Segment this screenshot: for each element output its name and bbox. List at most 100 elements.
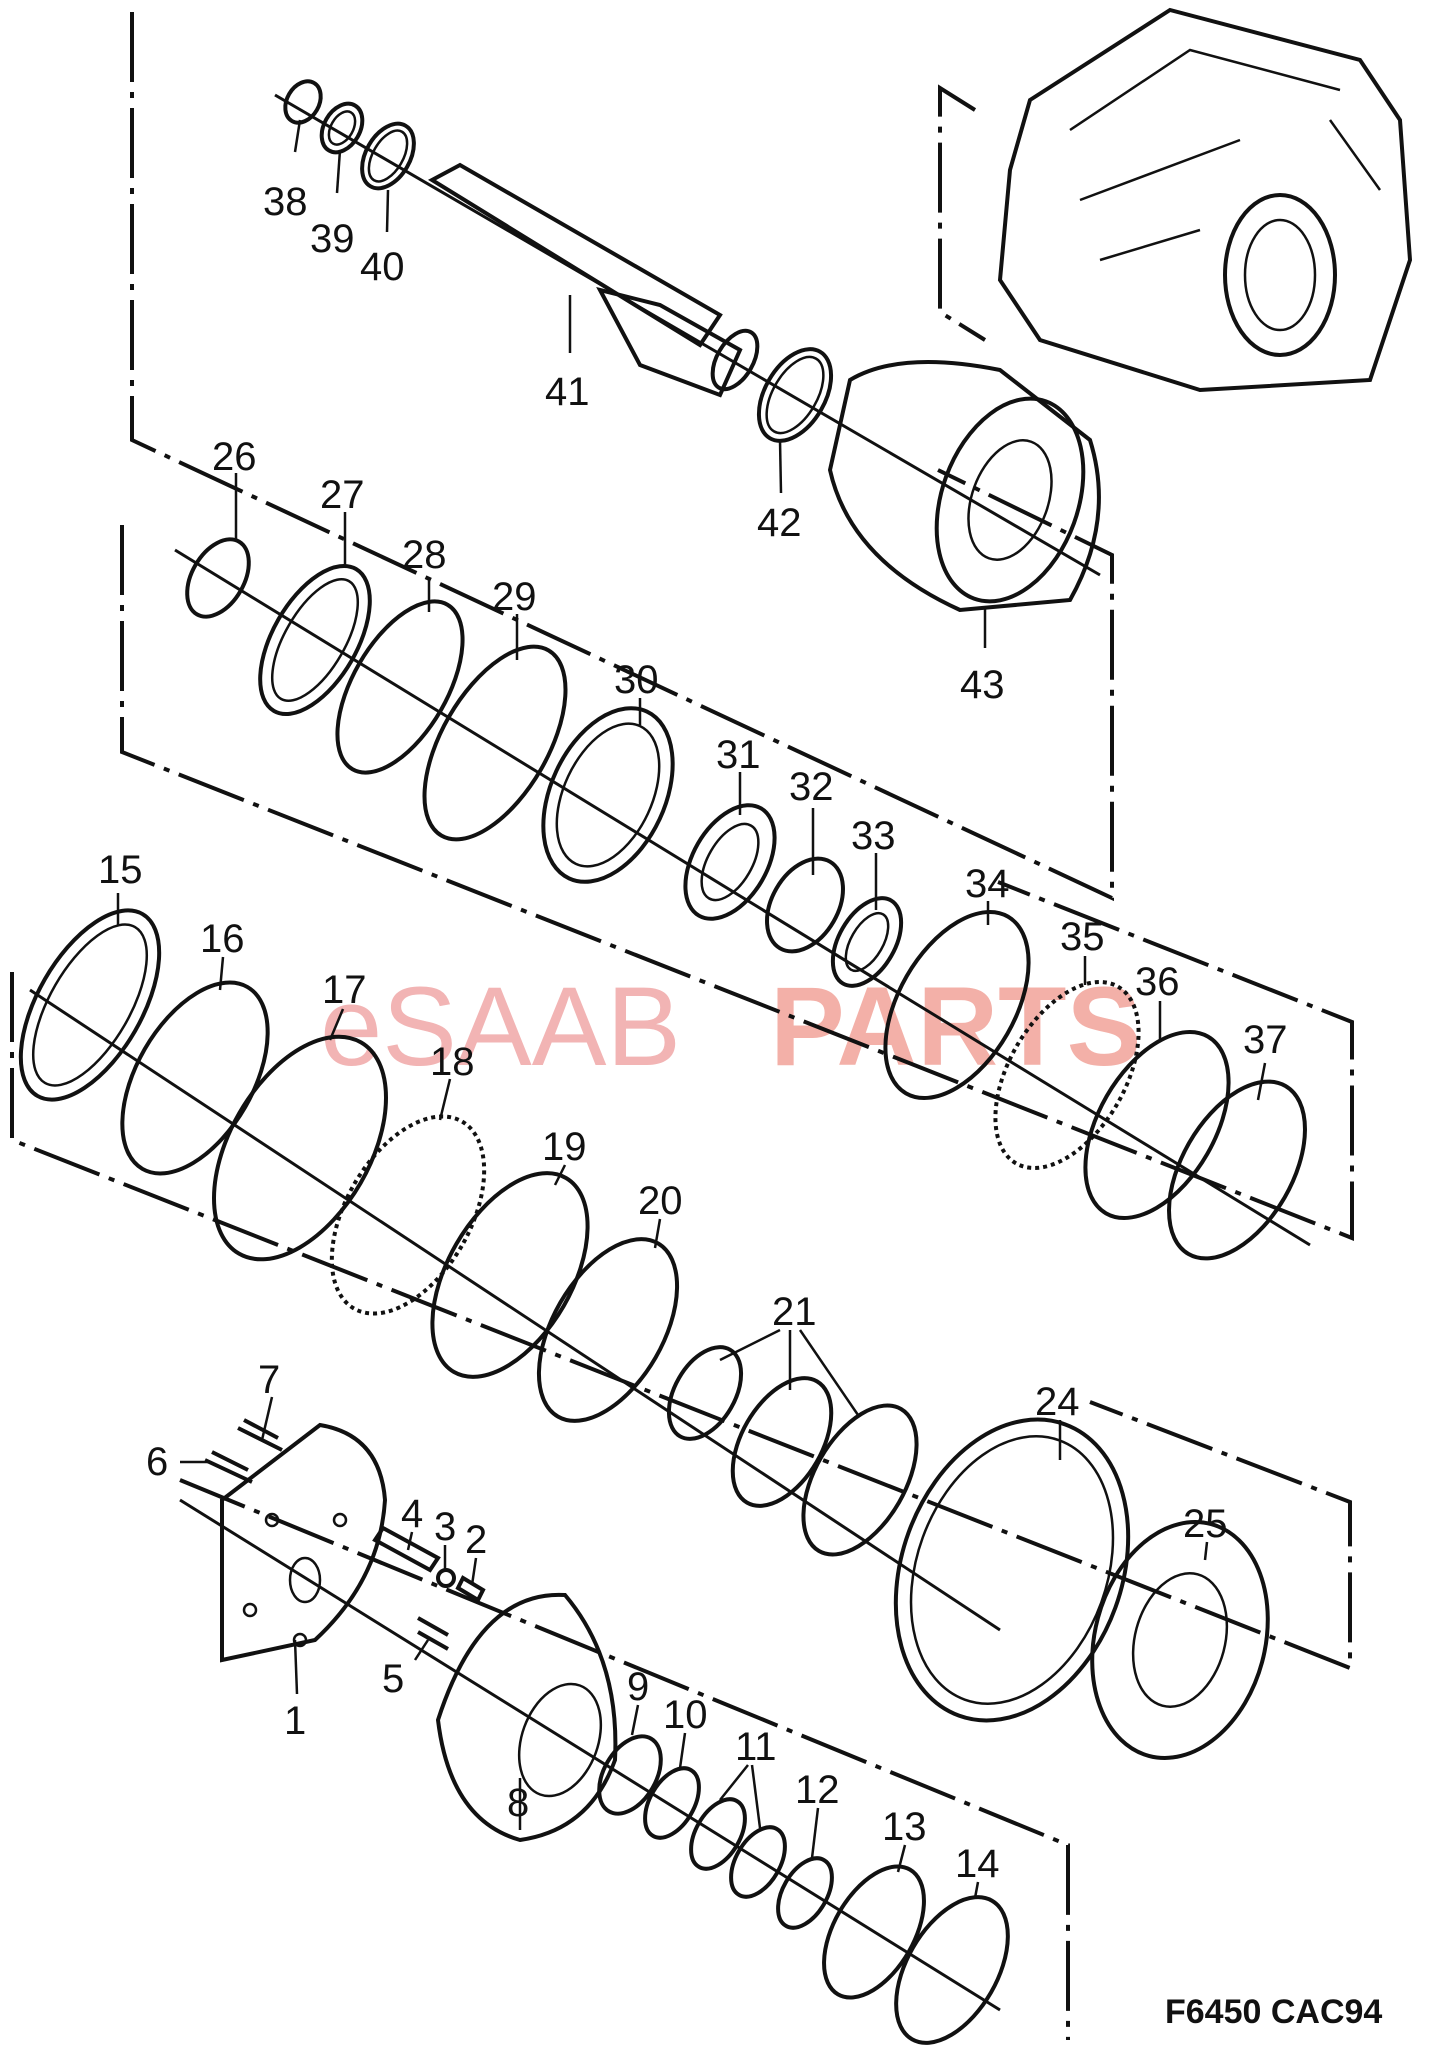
callout-15: 15 — [98, 848, 143, 892]
callout-16: 16 — [200, 917, 245, 961]
callout-labels: 38 39 40 41 42 43 26 27 28 29 30 31 32 3… — [98, 180, 1288, 1886]
leader-39 — [335, 149, 342, 194]
callout-26: 26 — [212, 435, 257, 479]
plate-35 — [993, 980, 1141, 1170]
ring-10 — [643, 1766, 701, 1840]
callout-25: 25 — [1183, 1502, 1228, 1546]
drum-43-hub — [967, 439, 1053, 561]
callout-11: 11 — [735, 1725, 777, 1769]
callout-39: 39 — [310, 217, 355, 261]
shaft-41-gear — [596, 286, 743, 398]
leader-lines — [116, 119, 1267, 1899]
seal-27 — [258, 563, 372, 717]
lower-clutch-group — [10, 908, 1352, 1760]
callout-29: 29 — [492, 575, 537, 619]
piston-30-inner — [555, 722, 661, 868]
callout-5: 5 — [382, 1657, 404, 1701]
leader-5 — [413, 1639, 430, 1661]
drum-25 — [1090, 1520, 1270, 1760]
pin-5 — [417, 1616, 449, 1651]
callout-37: 37 — [1243, 1018, 1288, 1062]
leader-40 — [385, 189, 390, 233]
leader-42 — [778, 439, 783, 494]
washer-31-inner — [700, 822, 760, 902]
callout-8: 8 — [507, 1781, 529, 1825]
callout-18: 18 — [430, 1040, 475, 1084]
middle-frame — [120, 525, 1354, 1241]
leader-21c — [798, 1329, 860, 1416]
leader-11a — [719, 1764, 749, 1801]
plug-2 — [455, 1575, 486, 1603]
band-24 — [893, 1417, 1131, 1723]
callout-3: 3 — [434, 1505, 456, 1549]
plate-1 — [220, 1422, 388, 1663]
callout-34: 34 — [965, 862, 1010, 906]
callout-24: 24 — [1035, 1380, 1080, 1424]
upper-frame — [130, 12, 1114, 902]
plate-17 — [212, 1034, 388, 1262]
ring-39-inner — [327, 110, 357, 146]
drum-25-hub — [1131, 1572, 1229, 1708]
leader-9 — [630, 1704, 640, 1736]
housing-bore-inner — [1243, 218, 1317, 332]
leader-2 — [470, 1557, 478, 1586]
callout-42: 42 — [757, 501, 802, 545]
plate-1-hole-d — [292, 1632, 308, 1648]
callout-27: 27 — [320, 473, 365, 517]
housing-detail — [1069, 48, 1382, 262]
ring-38 — [283, 79, 323, 125]
middle-clutch-group — [120, 525, 1354, 1261]
ball-3 — [436, 1568, 456, 1588]
ring-42 — [756, 347, 834, 443]
washer-33 — [830, 896, 904, 988]
callout-13: 13 — [882, 1805, 927, 1849]
transmission-housing — [938, 7, 1413, 393]
leader-12 — [810, 1807, 820, 1859]
callout-6: 6 — [146, 1440, 168, 1484]
ring-28 — [335, 599, 465, 775]
callout-12: 12 — [795, 1768, 840, 1812]
shaft-41-end — [710, 328, 760, 392]
piston-30 — [541, 706, 675, 884]
callout-38: 38 — [263, 180, 308, 224]
seal-15 — [18, 908, 162, 1102]
seal-27-inner — [270, 577, 360, 703]
bolt-6 — [204, 1450, 253, 1484]
leader-19 — [553, 1164, 567, 1186]
callout-43: 43 — [960, 663, 1005, 707]
callout-30: 30 — [614, 658, 659, 702]
leader-17 — [328, 1008, 345, 1041]
plate-19 — [430, 1171, 590, 1379]
callout-9: 9 — [627, 1665, 649, 1709]
housing-frame — [938, 84, 987, 342]
leader-16 — [218, 956, 225, 991]
leader-37 — [1256, 1062, 1267, 1101]
callout-33: 33 — [851, 814, 896, 858]
callout-32: 32 — [789, 765, 834, 809]
washer-33-inner — [844, 911, 890, 973]
ring-26 — [185, 537, 251, 619]
plate-1-hole — [288, 1556, 322, 1604]
housing-body — [997, 7, 1413, 393]
pump-group — [179, 1418, 1070, 2045]
watermark-esaab: eSAAB — [320, 964, 681, 1089]
middle-axis — [174, 548, 1311, 1247]
bearing-21c — [801, 1403, 919, 1557]
leader-13 — [896, 1844, 907, 1873]
callout-14: 14 — [955, 1842, 1000, 1886]
plate-36 — [1083, 1030, 1231, 1220]
callout-21: 21 — [772, 1290, 817, 1334]
plate-34 — [883, 910, 1031, 1100]
housing-bore — [1223, 193, 1337, 357]
leader-14 — [973, 1881, 980, 1899]
leader-11b — [750, 1764, 762, 1829]
callout-31: 31 — [716, 733, 761, 777]
ring-11a — [689, 1797, 747, 1871]
leader-7 — [260, 1396, 274, 1441]
ring-39 — [319, 101, 365, 155]
washer-31 — [683, 803, 777, 921]
lower-axis — [29, 988, 1001, 1632]
callout-35: 35 — [1060, 915, 1105, 959]
callout-20: 20 — [638, 1179, 683, 1223]
